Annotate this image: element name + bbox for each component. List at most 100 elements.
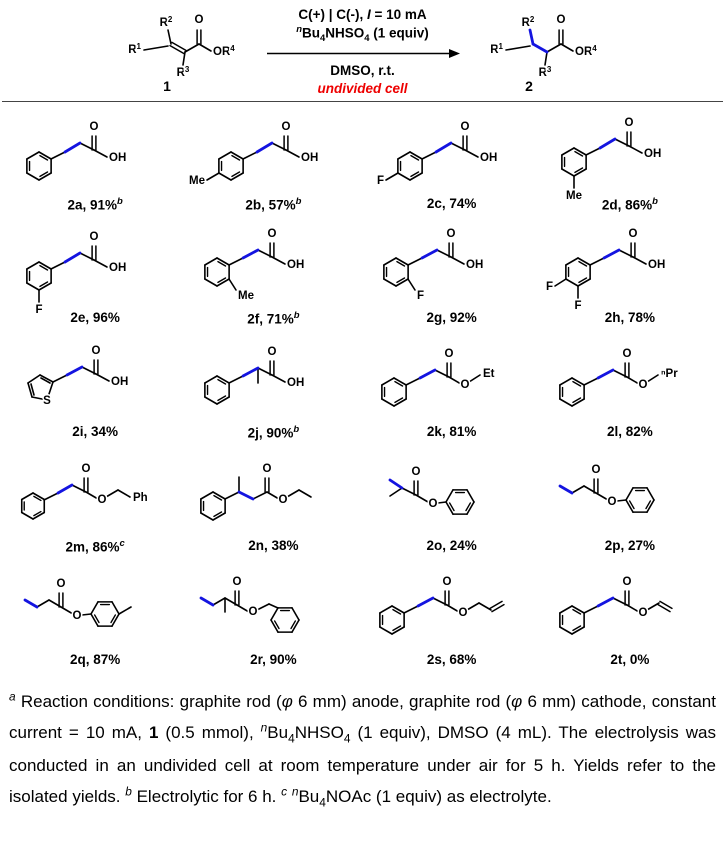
svg-text:O: O — [82, 463, 91, 475]
svg-text:OH: OH — [111, 376, 128, 388]
svg-text:OH: OH — [648, 259, 665, 271]
svg-text:O: O — [556, 14, 565, 26]
svg-text:O: O — [607, 496, 616, 508]
svg-text:F: F — [36, 304, 43, 316]
compound-label-2g: 2g, 92% — [426, 310, 477, 326]
condition-solvent: DMSO, r.t. — [330, 63, 395, 79]
svg-text:O: O — [279, 494, 288, 506]
reaction-conditions: C(+) | C(-), I = 10 mA nBu4NHSO4 (1 equi… — [259, 6, 467, 98]
structure-2p: OO — [558, 463, 655, 514]
compound-label-2p: 2p, 27% — [604, 538, 656, 554]
svg-text:O: O — [460, 379, 469, 391]
svg-text:O: O — [428, 498, 437, 510]
svg-text:O: O — [446, 228, 455, 240]
svg-text:O: O — [194, 14, 203, 26]
svg-text:OR4: OR4 — [575, 44, 597, 58]
compound-cell-2h: O OH F F 2h, 78% — [541, 220, 719, 334]
divider — [2, 101, 723, 103]
svg-text:O: O — [282, 121, 291, 133]
structure-2i: O OH S — [27, 344, 130, 409]
compound-label-2h: 2h, 78% — [604, 310, 656, 326]
svg-text:O: O — [622, 348, 631, 360]
svg-text:R3: R3 — [538, 65, 551, 79]
compound-label-2t: 2t, 0% — [610, 652, 650, 668]
structure-2s: OO — [378, 575, 505, 635]
svg-text:O: O — [92, 345, 101, 357]
svg-text:OH: OH — [109, 262, 126, 274]
structure-2j: OOH — [204, 345, 306, 405]
svg-text:O: O — [622, 576, 631, 588]
svg-text:2: 2 — [525, 78, 533, 94]
svg-text:S: S — [43, 395, 51, 407]
svg-text:O: O — [411, 466, 420, 478]
structure-2q: OO — [23, 577, 132, 628]
svg-text:R1: R1 — [128, 42, 141, 56]
svg-text:O: O — [624, 117, 633, 129]
footnote: a Reaction conditions: graphite rod (φ 6… — [9, 689, 716, 810]
svg-text:O: O — [57, 578, 66, 590]
svg-text:1: 1 — [163, 78, 171, 94]
svg-text:F: F — [377, 175, 384, 187]
svg-text:Me: Me — [189, 175, 205, 187]
svg-text:R2: R2 — [159, 15, 172, 29]
svg-text:F: F — [417, 290, 424, 302]
svg-text:O: O — [73, 610, 82, 622]
compound-cell-2r: O O 2r, 90% — [184, 562, 362, 676]
compound-label-2n: 2n, 38% — [248, 538, 299, 554]
compound-label-2f: 2f, 71%b — [247, 310, 300, 327]
compound-label-2o: 2o, 24% — [426, 538, 477, 554]
svg-text:Me: Me — [566, 190, 582, 202]
svg-text:F: F — [574, 300, 581, 312]
svg-text:O: O — [90, 231, 99, 243]
structure-2t: OO — [558, 575, 673, 635]
compound-label-2j: 2j, 90%b — [247, 424, 300, 441]
condition-cell: undivided cell — [317, 81, 408, 97]
svg-text:O: O — [249, 606, 258, 618]
svg-text:R1: R1 — [490, 42, 503, 56]
svg-text:ⁿPr: ⁿPr — [661, 368, 678, 380]
svg-text:OH: OH — [109, 152, 126, 164]
structure-2o: OO — [388, 465, 475, 516]
structure-2a: O OH — [26, 120, 128, 181]
svg-text:F: F — [546, 281, 553, 293]
structure-2h: O OH F F — [544, 227, 666, 314]
svg-text:O: O — [628, 228, 637, 240]
condition-electrodes: C(+) | C(-), I = 10 mA — [298, 7, 427, 22]
svg-text:O: O — [98, 494, 107, 506]
svg-text:O: O — [233, 576, 242, 588]
svg-text:OH: OH — [287, 377, 304, 389]
compound-label-2b: 2b, 57%b — [245, 196, 302, 213]
svg-text:O: O — [458, 607, 467, 619]
structure-2e: O OH F — [26, 230, 128, 316]
svg-text:Ph: Ph — [133, 492, 148, 504]
svg-text:O: O — [90, 121, 99, 133]
svg-text:OH: OH — [644, 148, 661, 160]
svg-text:O: O — [638, 379, 647, 391]
svg-text:OR4: OR4 — [213, 44, 235, 58]
compound-label-2q: 2q, 87% — [69, 652, 121, 668]
svg-text:Me: Me — [238, 290, 254, 302]
compound-label-2r: 2r, 90% — [250, 652, 297, 668]
svg-text:O: O — [460, 121, 469, 133]
compound-label-2k: 2k, 81% — [426, 424, 477, 440]
